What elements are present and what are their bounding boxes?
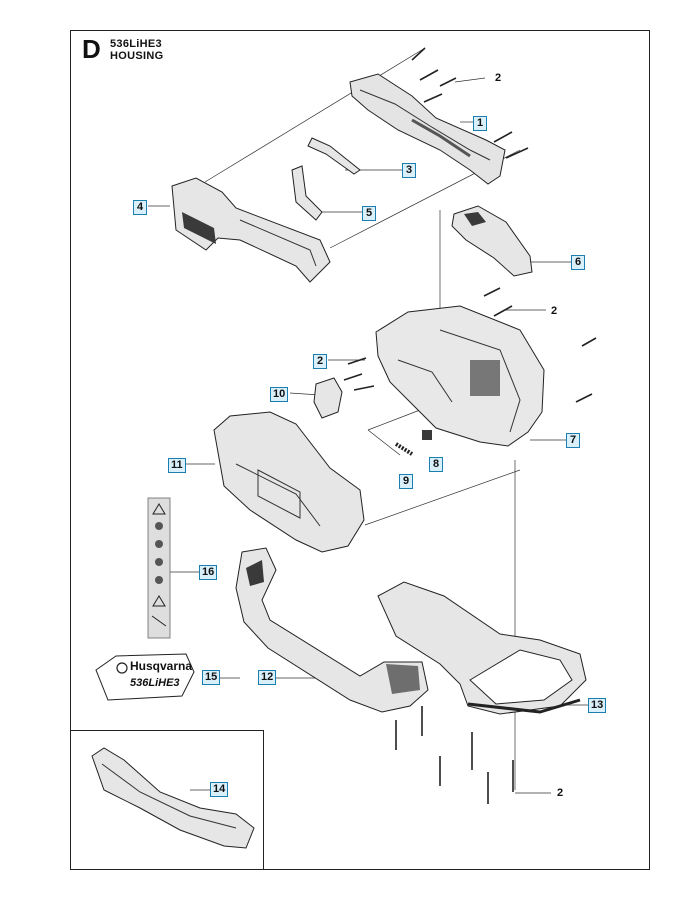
callout-15: 15 (202, 670, 221, 685)
callout-9: 9 (399, 474, 413, 489)
lock-spring (307, 137, 361, 175)
front-handle (171, 177, 331, 283)
bracket (313, 377, 343, 419)
callout-13: 13 (588, 698, 607, 713)
diagram-frame (70, 30, 650, 870)
callout-2b: 2 (550, 305, 558, 317)
callout-6: 6 (571, 255, 585, 270)
callout-16: 16 (199, 565, 218, 580)
top-housing-rail (349, 73, 506, 185)
brand-decal-brand: Husqvarna (130, 659, 193, 673)
callout-14: 14 (210, 782, 229, 797)
base-plate (91, 747, 255, 849)
handle-cover (377, 581, 587, 715)
callout-2c: 2 (313, 354, 327, 369)
brand-decal-outline (95, 653, 195, 701)
rear-handle (235, 547, 429, 713)
callout-2a: 2 (494, 72, 502, 84)
spring (394, 442, 414, 456)
catch (422, 430, 432, 440)
group-title: HOUSING (110, 50, 164, 62)
callout-5: 5 (362, 206, 376, 221)
warning-decal (147, 497, 171, 639)
callout-8: 8 (429, 457, 443, 472)
callout-11: 11 (168, 458, 186, 473)
brand-decal-model: 536LiHE3 (130, 677, 180, 689)
callout-1: 1 (473, 116, 487, 131)
model-title: 536LiHE3 (110, 38, 162, 50)
callout-4: 4 (133, 200, 147, 215)
callout-2d: 2 (556, 787, 564, 799)
screws (343, 47, 597, 804)
leader-lines (148, 47, 588, 794)
main-housing (375, 305, 545, 447)
section-letter: D (82, 34, 101, 64)
callout-10: 10 (270, 387, 289, 402)
trigger-lever (291, 165, 323, 221)
callout-12: 12 (258, 670, 277, 685)
brand-logo-icon (116, 662, 128, 674)
side-housing (213, 411, 365, 553)
callout-7: 7 (566, 433, 580, 448)
inset-frame (70, 730, 264, 870)
top-cover (451, 205, 533, 277)
callout-3: 3 (402, 163, 416, 178)
